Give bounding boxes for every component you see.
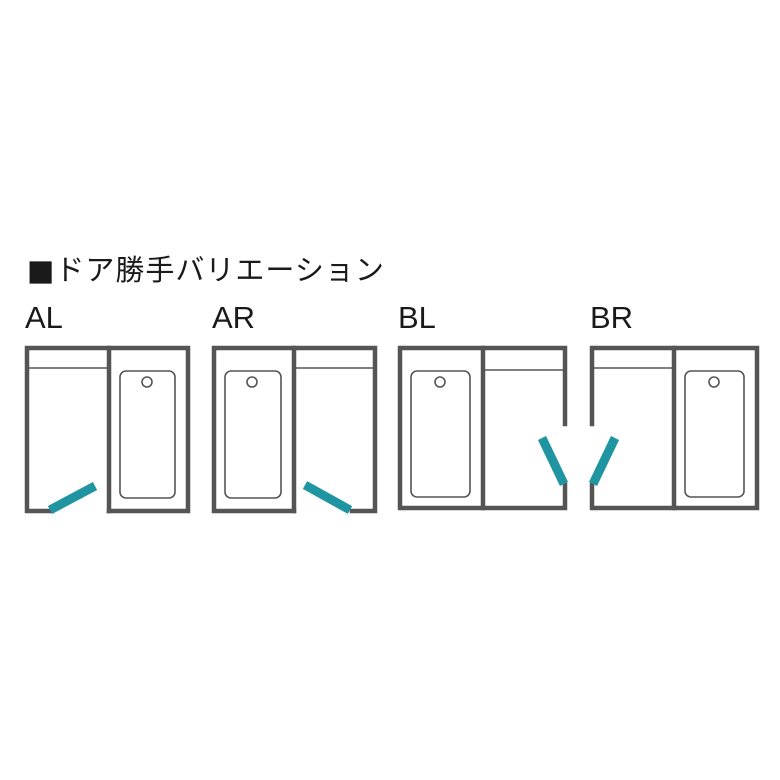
tub-drain: [246, 376, 258, 388]
bathtub: [410, 370, 471, 498]
tub-drain: [141, 376, 153, 388]
door-leaf: [302, 481, 353, 514]
variant-label-bl: BL: [398, 300, 436, 335]
tub-drain: [708, 376, 720, 388]
door-leaf: [537, 436, 569, 486]
tub-drain: [434, 376, 446, 388]
wall-outline: [397, 345, 568, 511]
floor-plan-bl: [397, 345, 569, 511]
wall-outline: [589, 345, 760, 511]
floor-plan-ar: [211, 345, 378, 514]
door-leaf: [588, 436, 620, 486]
variant-label-br: BR: [590, 300, 634, 335]
floor-plan-br: [588, 345, 760, 511]
variant-label-ar: AR: [212, 300, 256, 335]
bathtub: [684, 370, 745, 498]
bathtub: [224, 370, 282, 499]
door-leaf: [47, 482, 98, 514]
variant-label-al: AL: [25, 300, 63, 335]
page-title: ■ドア勝手バリエーション: [27, 253, 385, 287]
floor-plan-al: [24, 345, 191, 514]
bathtub: [119, 370, 176, 499]
